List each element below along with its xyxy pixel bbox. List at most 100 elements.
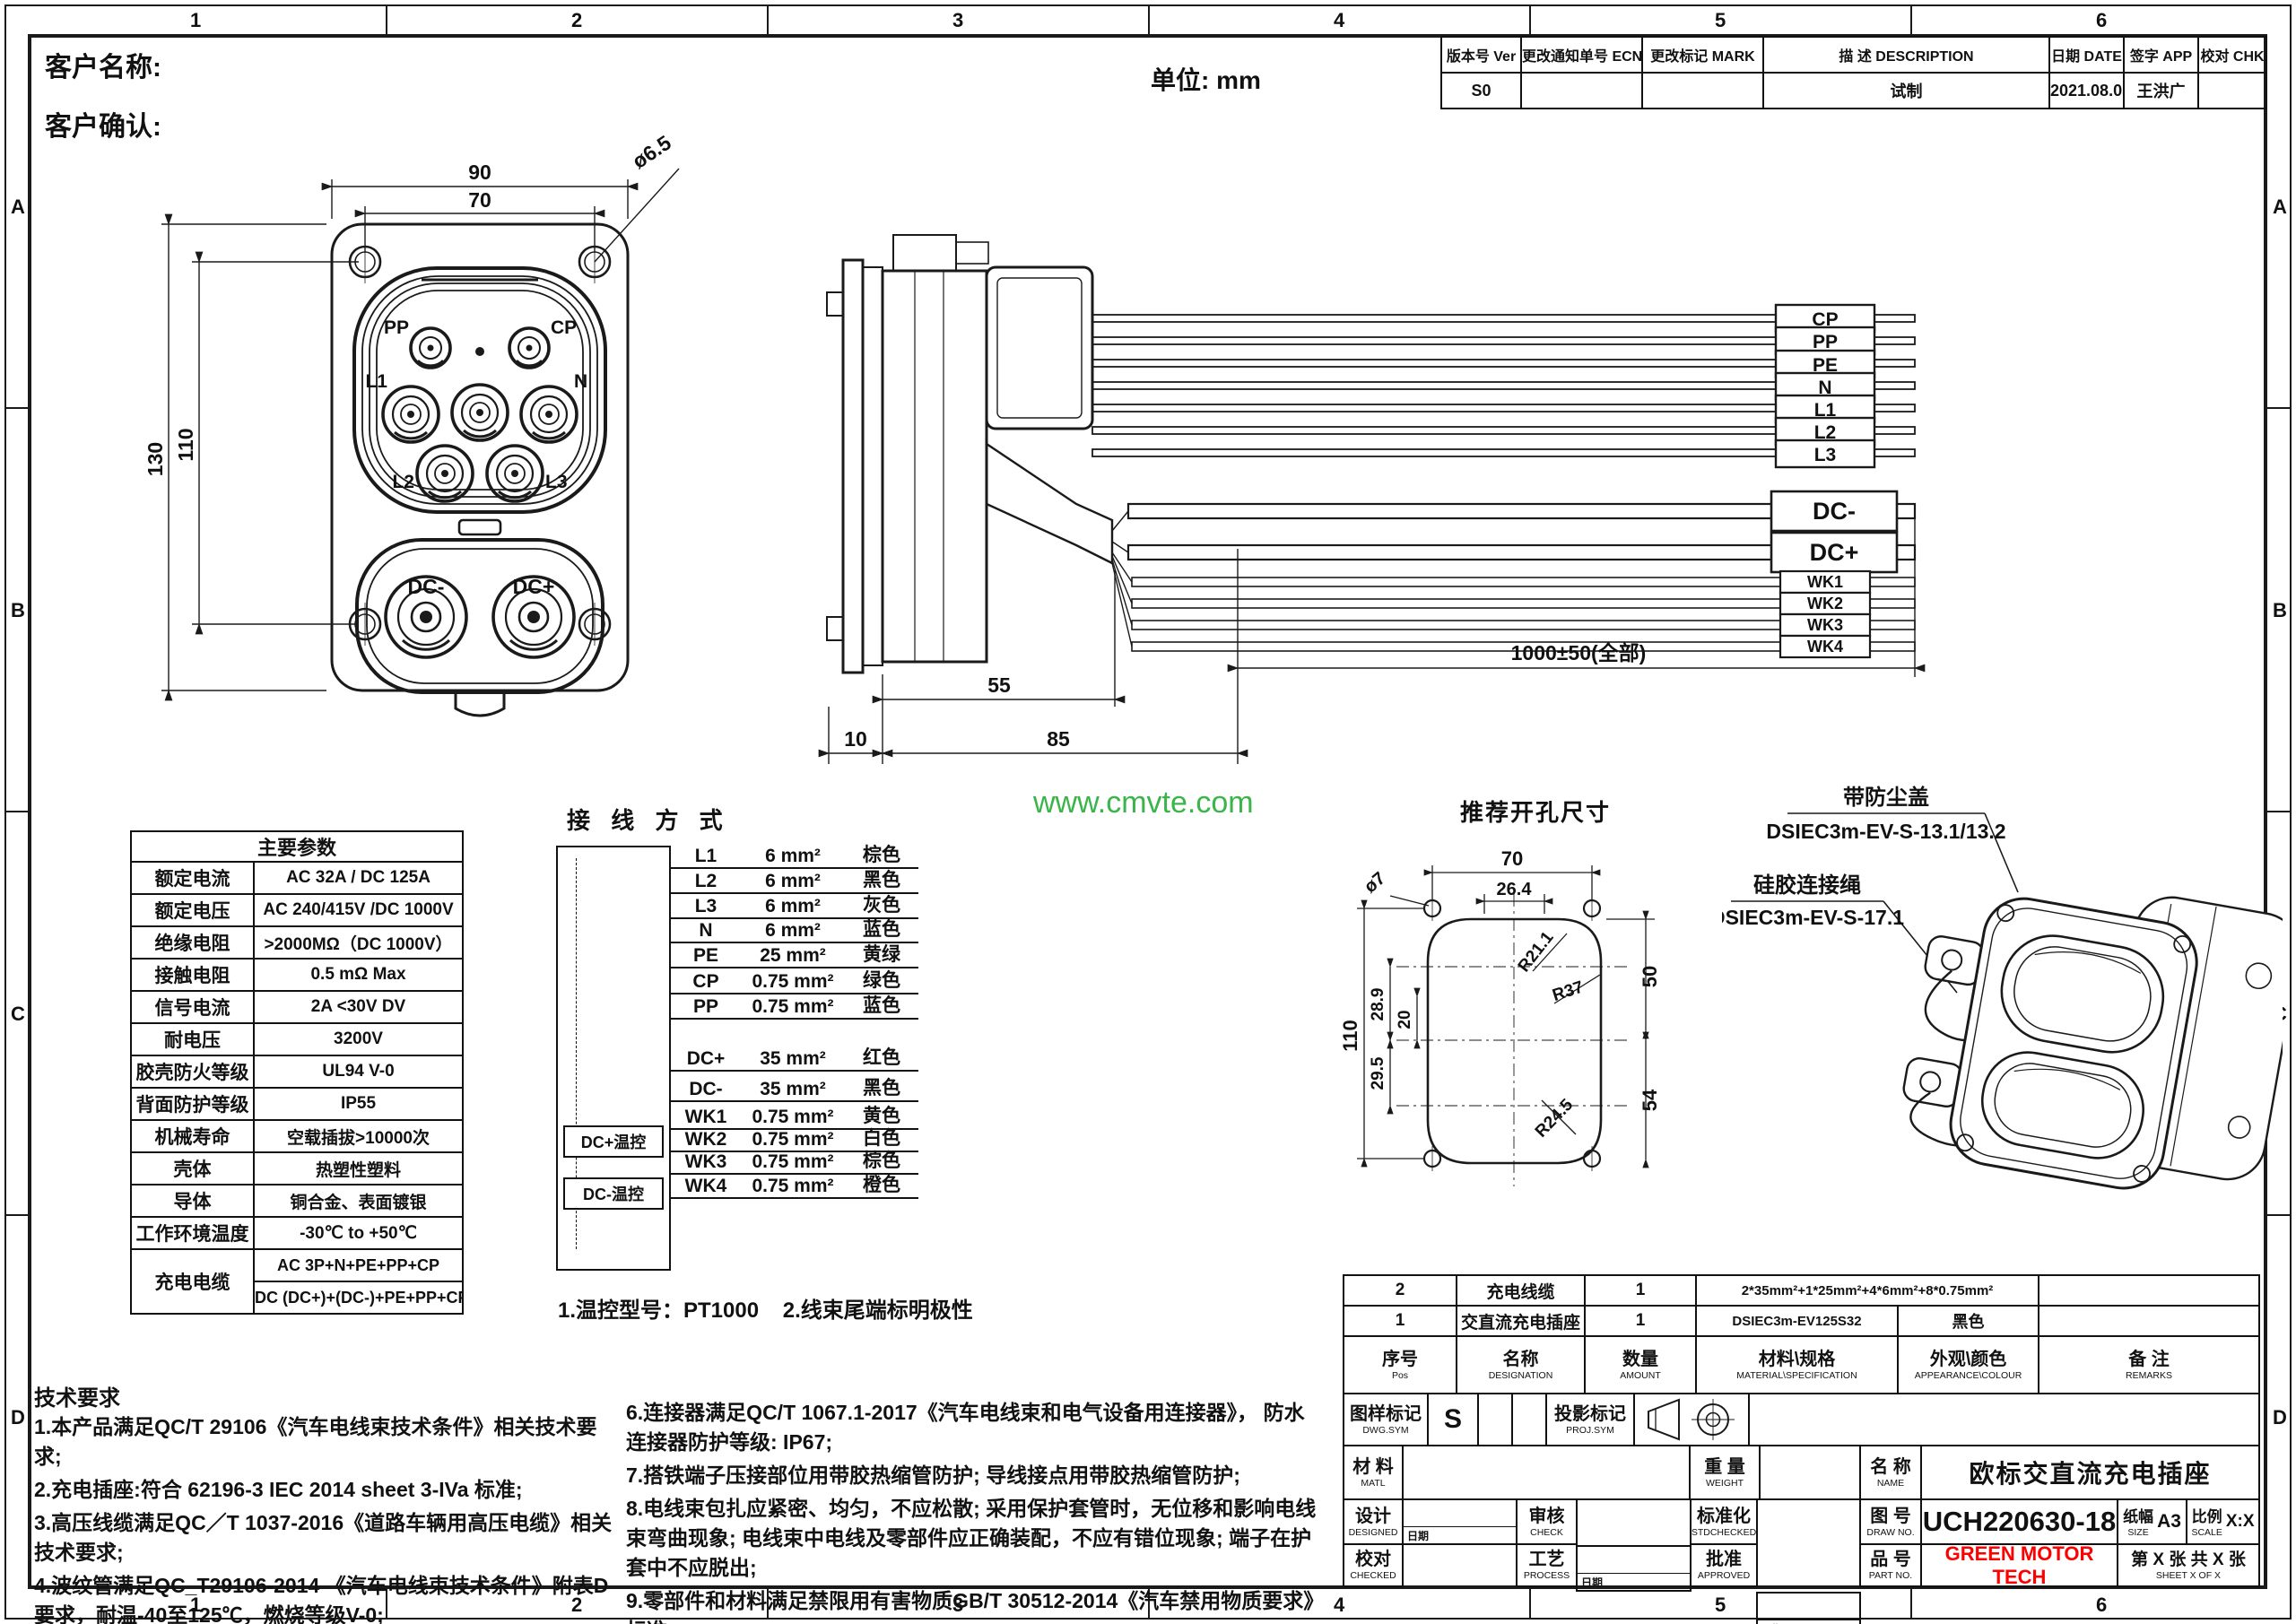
bom-spec: 2*35mm²+1*25mm²+4*6mm²+8*0.75mm² (1695, 1274, 2039, 1307)
proj-sym-cell (1633, 1393, 1750, 1446)
bom-pos: 2 (1343, 1274, 1457, 1307)
drawno-value: UCH220630-18 (1920, 1498, 2118, 1545)
first-angle-projection-icon (1648, 1398, 1735, 1441)
tech-item: 8.电线束包扎应紧密、均匀，不应松散; 采用保护套管时，无位移和影响电线束弯曲现… (626, 1497, 1317, 1579)
zone-col-label: 6 (2096, 9, 2108, 31)
title-block: 2 充电线缆 1 2*35mm²+1*25mm²+4*6mm²+8*0.75mm… (1343, 1274, 2260, 1624)
zone-row-label: A (2273, 195, 2287, 218)
wiring-connector-box (556, 846, 671, 1271)
param-value: >2000MΩ（DC 1000V） (252, 925, 465, 960)
size-value: A3 (2157, 1511, 2181, 1532)
rev-header: 签字 APP (2123, 36, 2199, 74)
iso-dc-cap (1980, 1051, 2145, 1159)
dim-130 (161, 213, 326, 701)
zone-col-label: 3 (952, 9, 964, 31)
wiring-connector-dash (576, 858, 577, 1249)
dim-hole-text: ø6.5 (628, 131, 675, 173)
cutout-dim-r24: R24.5 (1532, 1095, 1578, 1141)
pin-l2 (415, 444, 474, 503)
symbol-row-blank (1748, 1393, 2260, 1446)
rev-header: 版本号 Ver (1440, 36, 1522, 74)
dim-110 (192, 251, 359, 635)
zone-ticks (5, 5, 2291, 1619)
bottom-tab (454, 690, 506, 717)
cutout-view: 70 26.4 ø7 110 28.9 20 29.5 50 54 R21.1 … (1341, 847, 1661, 1186)
revision-table: 版本号 Ver 更改通知单号 ECN 更改标记 MARK 描 述 DESCRIP… (1440, 36, 2267, 109)
sheet-cell: 第 X 张 共 X 张 SHEET X OF X (2117, 1543, 2260, 1587)
param-value: 0.5 mΩ Max (252, 958, 465, 992)
ac-socket (352, 266, 607, 514)
bom-remarks (2038, 1305, 2260, 1337)
iso-drawing (1902, 896, 2283, 1190)
param-value: 2A <30V DV (252, 990, 465, 1024)
bom-appearance: 黑色 (1897, 1305, 2039, 1337)
date-label: 日期 (1578, 1573, 1690, 1590)
dim-10-85 (818, 707, 1248, 764)
watermark: www.cmvte.com (1033, 786, 1254, 820)
pin-label-cp: CP (551, 317, 577, 338)
wire-label-wk3: WK3 (1807, 616, 1843, 634)
tech-requirements: 技术要求 1.本产品满足QC/T 29106《汽车电线束技术条件》相关技术要求;… (34, 1385, 1326, 1624)
pin-center-dot (475, 347, 484, 356)
date-label: 日期 (1758, 1620, 1859, 1624)
params-title: 主要参数 (129, 830, 465, 863)
param-label: 额定电压 (130, 893, 255, 927)
zone-col-label: 4 (1334, 1594, 1345, 1616)
wire-labels (1774, 303, 1876, 469)
param-label: 信号电流 (130, 990, 255, 1024)
bom-qty: 1 (1584, 1274, 1697, 1307)
front-view: 90 70 ø6.5 130 110 (144, 131, 680, 717)
rev-header: 更改通知单号 ECN (1520, 36, 1643, 74)
pin-label-pp: PP (384, 317, 409, 338)
pin-label-n: N (574, 371, 587, 392)
param-label-cable: 充电电缆 (130, 1248, 255, 1315)
pin-dc-minus (384, 575, 468, 659)
param-value: 铜合金、表面镀银 (252, 1184, 465, 1218)
param-label: 工作环境温度 (130, 1216, 255, 1250)
tech-item: 4.波纹管满足QC_T29106-2014 《汽车电线束技术条件》附表D要求，耐… (34, 1574, 609, 1624)
pin-label-l3: L3 (545, 472, 568, 492)
param-value: 空载插拔>10000次 (252, 1119, 465, 1153)
side-view: CP PP PE N L1 L2 L3 DC- DC+ WK1 WK2 WK3 … (818, 234, 1926, 764)
tech-item: 6.连接器满足QC/T 1067.1-2017《汽车电线束和电气设备用连接器》，… (626, 1401, 1305, 1454)
param-cable-ac: AC 3P+N+PE+PP+CP (252, 1248, 465, 1282)
rev-header: 更改标记 MARK (1641, 36, 1764, 74)
rev-cell: 试制 (1762, 72, 2050, 109)
tech-left-column: 1.本产品满足QC/T 29106《汽车电线束技术条件》相关技术要求; 2.充电… (34, 1412, 619, 1624)
pin-l1 (381, 385, 440, 444)
dim-90 (321, 179, 639, 219)
zone-col-label: 2 (571, 1594, 583, 1616)
tech-item: 2.充电插座:符合 62196-3 IEC 2014 sheet 3-IVa 标… (34, 1478, 523, 1501)
param-value: -30℃ to +50℃ (252, 1216, 465, 1250)
connector-body (826, 234, 1114, 674)
cutout-holes (1422, 896, 1602, 1171)
zone-row-label: A (11, 195, 25, 218)
designed-sign-cell: 日期 (1402, 1498, 1518, 1545)
param-value: UL94 V-0 (252, 1055, 465, 1089)
iso-cap-title: 带防尘盖 (1843, 785, 1929, 810)
dim-55-text: 55 (987, 673, 1011, 697)
bom-pos: 1 (1343, 1305, 1457, 1337)
dim-110-text: 110 (174, 428, 197, 461)
bom-spec: DSIEC3m-EV125S32 (1695, 1305, 1899, 1337)
